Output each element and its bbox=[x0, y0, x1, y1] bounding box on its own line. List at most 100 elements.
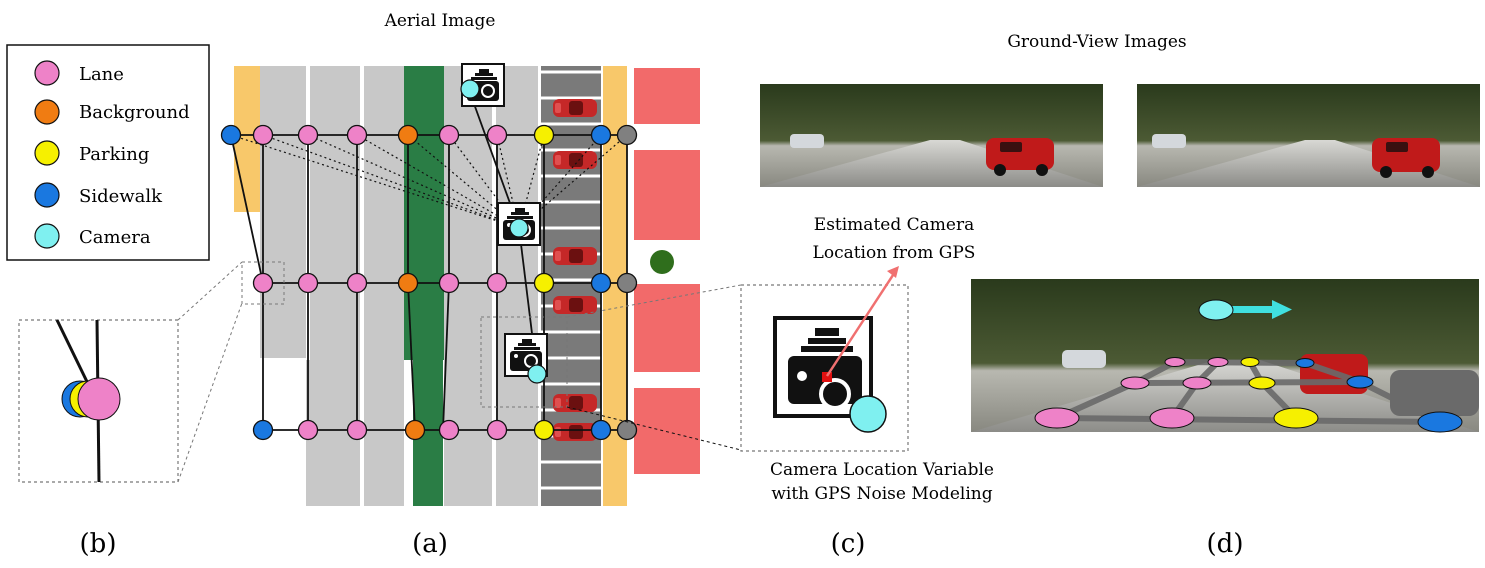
node-lane bbox=[297, 124, 319, 146]
proj-node-lane bbox=[1149, 407, 1195, 429]
parked-car bbox=[553, 296, 597, 314]
legend-swatch-parking bbox=[34, 140, 60, 166]
proj-node-parking bbox=[1248, 376, 1276, 390]
proj-node-parking bbox=[1273, 407, 1319, 429]
inset-edge bbox=[55, 319, 94, 393]
node-parking bbox=[533, 419, 555, 441]
node-unknown bbox=[616, 419, 638, 441]
camera-node bbox=[460, 79, 480, 99]
node-lane bbox=[438, 124, 460, 146]
panel-label-c: (c) bbox=[831, 529, 866, 559]
legend-item-lane: Lane bbox=[34, 60, 124, 86]
node-background bbox=[404, 419, 426, 441]
tree bbox=[650, 250, 674, 274]
estimated-label-line1: Estimated Camera bbox=[814, 215, 974, 235]
node-sidewalk bbox=[590, 419, 612, 441]
aerial-title: Aerial Image bbox=[384, 11, 496, 31]
panel-label-a: (a) bbox=[412, 529, 448, 559]
node-lane bbox=[346, 272, 368, 294]
legend-item-camera: Camera bbox=[34, 223, 151, 249]
node-lane bbox=[297, 419, 319, 441]
node-sidewalk bbox=[252, 419, 274, 441]
zoom-region bbox=[241, 261, 285, 305]
legend-swatch-lane bbox=[34, 60, 60, 86]
estimated-label-line2: Location from GPS bbox=[813, 243, 976, 263]
legend-swatch-camera bbox=[34, 223, 60, 249]
projected-nodes bbox=[1034, 357, 1463, 433]
lane-strip bbox=[364, 66, 404, 506]
zoom-connector bbox=[177, 302, 243, 483]
node-sidewalk bbox=[220, 124, 242, 146]
heading-arrow-shaft bbox=[1226, 306, 1276, 313]
node-unknown bbox=[616, 272, 638, 294]
node-lane bbox=[346, 124, 368, 146]
panel-d-overlay bbox=[971, 279, 1479, 433]
estimated-gps-point bbox=[822, 372, 832, 382]
node-lane bbox=[486, 419, 508, 441]
proj-node-lane bbox=[1034, 407, 1080, 429]
legend-swatch-background bbox=[34, 99, 60, 125]
proj-node-lane bbox=[1120, 376, 1150, 390]
node-lane bbox=[297, 272, 319, 294]
legend-label-camera: Camera bbox=[79, 227, 151, 248]
camera-variable-node bbox=[849, 395, 887, 433]
proj-node-lane bbox=[1182, 376, 1212, 390]
camera-marker-2 bbox=[497, 202, 541, 246]
inset-node-lane bbox=[77, 377, 121, 421]
proj-node-sidewalk bbox=[1417, 411, 1463, 433]
graph-nodes bbox=[220, 124, 638, 441]
node-lane bbox=[438, 272, 460, 294]
legend-item-parking: Parking bbox=[34, 140, 149, 166]
ground-view-image-2 bbox=[1137, 84, 1480, 187]
proj-node-parking bbox=[1240, 357, 1260, 367]
parked-car bbox=[553, 99, 597, 117]
variable-label-line1: Camera Location Variable bbox=[770, 460, 994, 480]
legend-label-lane: Lane bbox=[79, 64, 124, 85]
building bbox=[634, 284, 700, 372]
legend-label-sidewalk: Sidewalk bbox=[79, 186, 163, 207]
camera-marker-3 bbox=[504, 333, 548, 384]
node-lane bbox=[486, 272, 508, 294]
legend-label-background: Background bbox=[79, 102, 190, 123]
parked-car bbox=[553, 423, 597, 441]
proj-node-lane bbox=[1164, 357, 1186, 367]
building bbox=[634, 150, 700, 240]
building bbox=[634, 388, 700, 474]
legend-item-sidewalk: Sidewalk bbox=[34, 182, 163, 208]
node-unknown bbox=[616, 124, 638, 146]
camera-marker-1 bbox=[460, 63, 505, 107]
camera-node bbox=[509, 218, 529, 238]
node-lane bbox=[486, 124, 508, 146]
proj-node-lane bbox=[1207, 357, 1229, 367]
aerial-map bbox=[220, 63, 742, 506]
lane-strip bbox=[260, 66, 306, 358]
parked-car bbox=[553, 151, 597, 169]
legend-item-background: Background bbox=[34, 99, 190, 125]
ground-view-title: Ground-View Images bbox=[1007, 32, 1186, 52]
legend: Lane Background Parking Sidewalk Camera bbox=[6, 44, 210, 261]
node-sidewalk bbox=[590, 272, 612, 294]
estimate-arrowhead bbox=[887, 266, 899, 278]
camera-node bbox=[527, 364, 547, 384]
panel-c-zoom: Estimated Camera Location from GPS Camer… bbox=[740, 215, 994, 504]
panel-b-inset bbox=[18, 261, 243, 483]
node-parking bbox=[533, 272, 555, 294]
node-background bbox=[397, 124, 419, 146]
panel-label-b: (b) bbox=[80, 529, 117, 559]
legend-swatch-sidewalk bbox=[34, 182, 60, 208]
proj-node-sidewalk bbox=[1346, 375, 1374, 389]
variable-label-line2: with GPS Noise Modeling bbox=[771, 484, 992, 504]
node-lane bbox=[252, 272, 274, 294]
ground-view-image-1 bbox=[760, 84, 1103, 187]
node-parking bbox=[533, 124, 555, 146]
node-sidewalk bbox=[590, 124, 612, 146]
zoom-connector bbox=[177, 261, 243, 321]
panel-label-d: (d) bbox=[1207, 529, 1244, 559]
parked-car bbox=[553, 247, 597, 265]
node-lane bbox=[252, 124, 274, 146]
legend-label-parking: Parking bbox=[79, 144, 149, 165]
median bbox=[404, 66, 444, 360]
camera-projected-node bbox=[1198, 299, 1234, 321]
estimate-arrow bbox=[825, 271, 897, 377]
